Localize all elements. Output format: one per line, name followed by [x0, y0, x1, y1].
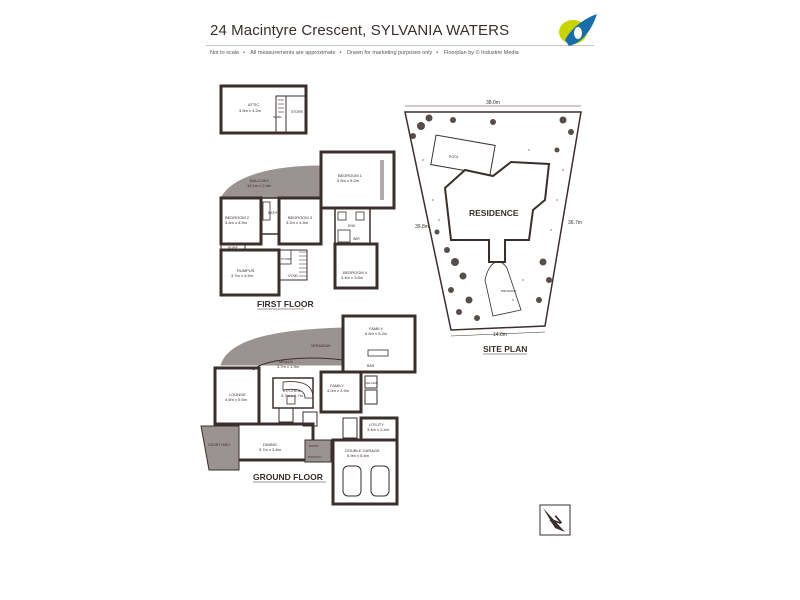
family-label: FAMILY — [369, 326, 383, 331]
family-dims: 6.5m x 5.2m — [365, 331, 388, 336]
family2-label: FAMILY — [330, 383, 344, 388]
brand-logo-icon — [559, 14, 597, 46]
meals-label: MEALS — [279, 359, 293, 364]
rumpus-dims: 3.7m x 4.5m — [231, 273, 254, 278]
balcony-dims: 10.1m x 2.4m — [247, 183, 272, 188]
floorplan-sheet: 24 Macintyre Crescent, SYLVANIA WATERS N… — [193, 0, 607, 600]
store-label: STORE — [281, 257, 291, 261]
bedroom3-dims: 3.2m x 4.5m — [286, 220, 309, 225]
first-floor-heading: FIRST FLOOR — [257, 299, 314, 309]
site-top-width: 38.0m — [486, 100, 500, 106]
attic-plan — [219, 84, 308, 135]
site-bottom-width: 14.8m — [493, 332, 507, 338]
residence-label: RESIDENCE — [469, 208, 519, 218]
pool-label: POOL — [449, 155, 459, 159]
kitchen-dims: 3.7m x 2.7m — [281, 393, 304, 398]
entry-label: ENTRY — [309, 444, 319, 448]
note-scale: Not to scale — [210, 50, 240, 56]
compass-icon: N — [539, 504, 571, 536]
attic-dims: 3.9m x 4.2m — [239, 108, 262, 113]
utility-label: UTILITY — [369, 422, 384, 427]
attic-label: ATTIC — [248, 102, 259, 107]
bedroom2-label: BEDROOM 2 — [225, 215, 250, 220]
bedroom2-dims: 3.4m x 4.5m — [225, 220, 248, 225]
utility-dims: 3.4m x 2.4m — [367, 427, 390, 432]
dining-dims: 5.7m x 3.6m — [259, 447, 282, 452]
kitchen-label: KITCHEN — [283, 388, 301, 393]
bedroom1-dims: 5.5m x 5.2m — [337, 178, 360, 183]
site-left-side: 39.8m — [415, 224, 429, 230]
bedroom4-label: BEDROOM 4 — [343, 270, 368, 275]
ens-label: ENS — [348, 224, 356, 228]
bath-label: BATH — [268, 211, 278, 215]
attic-store-label: STORE — [291, 110, 304, 114]
page-title: 24 Macintyre Crescent, SYLVANIA WATERS — [210, 22, 510, 39]
lounge-label: LOUNGE — [229, 392, 246, 397]
rumpus-label: RUMPUS — [237, 268, 255, 273]
floorplan-drawing: ATTIC 3.9m x 4.2m ROBE STORE — [200, 14, 597, 536]
bedroom3-label: BEDROOM 3 — [288, 215, 313, 220]
ground-floor-plan — [200, 314, 417, 506]
void-label: VOID — [288, 273, 298, 278]
verandah-label: VERANDAH — [311, 344, 331, 348]
meals-dims: 3.7m x 1.9m — [277, 364, 300, 369]
family2-dims: 4.0m x 3.9m — [327, 388, 350, 393]
garage-dims: 5.9m x 5.5m — [347, 453, 370, 458]
note-measurements: All measurements are approximate — [250, 50, 336, 56]
cellar-label: CELLAR — [365, 381, 378, 385]
attic-robe-label: ROBE — [273, 115, 282, 119]
garage-label: DOUBLE GARAGE — [345, 448, 380, 453]
site-plan-heading: SITE PLAN — [483, 344, 527, 354]
disclaimer-notes: Not to scale• All measurements are appro… — [210, 50, 519, 56]
courtyard-label: COURTYARD — [208, 443, 230, 447]
bedroom4-dims: 3.4m x 3.6m — [341, 275, 364, 280]
lounge-dims: 4.6m x 5.5m — [225, 397, 248, 402]
driveway-label: DRIVEWAY — [501, 289, 517, 293]
note-credit: Floorplan by © Industrie Media — [443, 50, 519, 56]
site-right-side: 36.7m — [568, 220, 582, 226]
note-marketing: Drawn for marketing purposes only — [346, 50, 433, 56]
wir-label: WIR — [353, 237, 360, 241]
bedroom1-label: BEDROOM 1 — [338, 173, 363, 178]
title-divider — [206, 45, 594, 46]
balcony-label: BALCONY — [250, 178, 269, 183]
bar-label: BAR — [367, 364, 375, 368]
portico-label: PORTICO — [308, 455, 322, 459]
first-floor-plan — [219, 150, 396, 297]
robe-label: ROBE — [228, 246, 239, 250]
site-plan — [404, 105, 582, 337]
ground-floor-heading: GROUND FLOOR — [253, 472, 323, 482]
dining-label: DINING — [263, 442, 277, 447]
